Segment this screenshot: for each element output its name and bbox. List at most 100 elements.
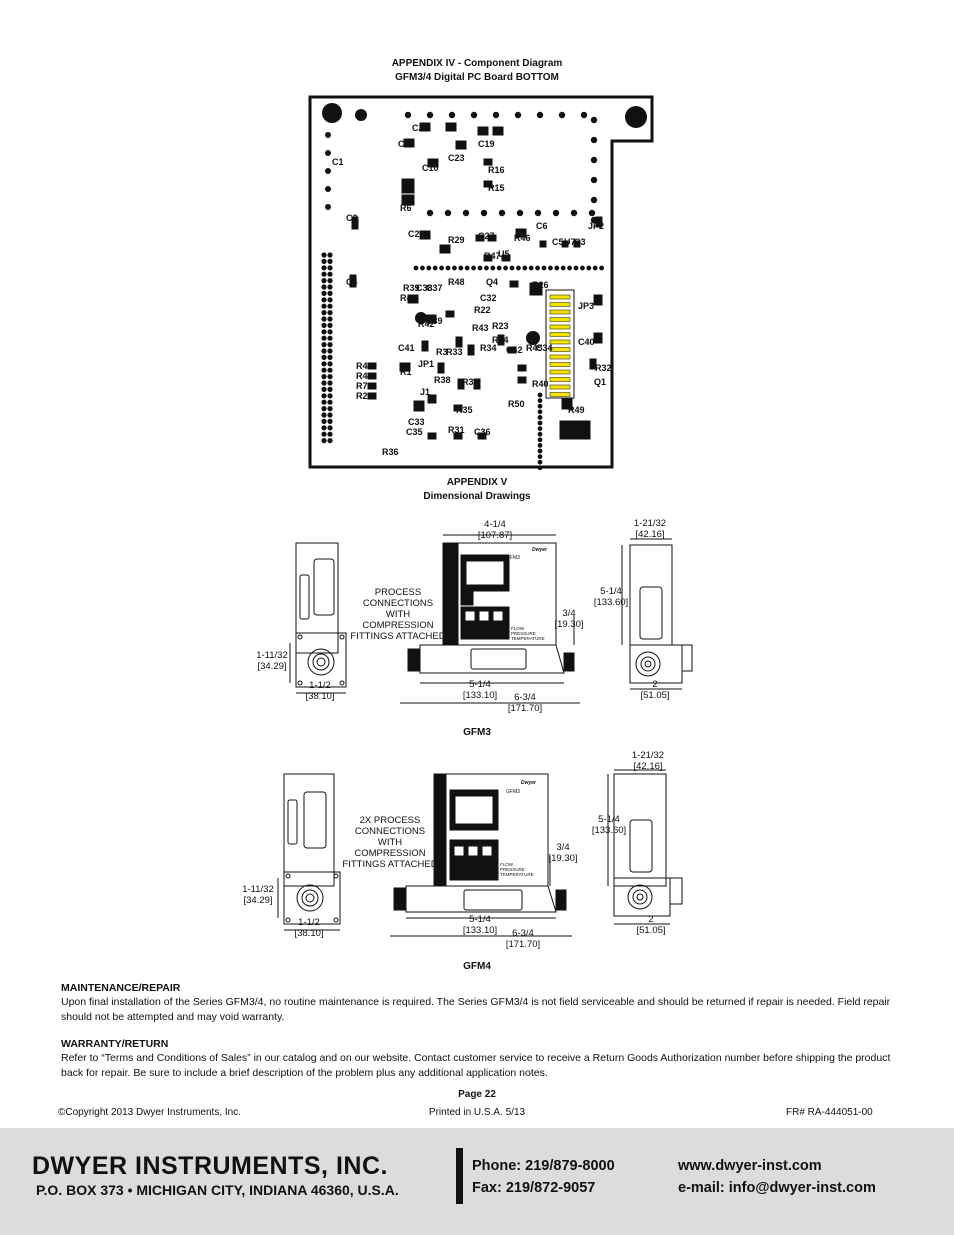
gfm3-readout-flow: FLOW (511, 626, 525, 631)
fax: Fax: 219/872-9057 (472, 1180, 596, 1196)
pcb-label: C35 (406, 427, 423, 437)
gfm3-dim-right-w: 2[51.05] (640, 679, 670, 701)
gfm4-caption: GFM4 (463, 961, 491, 972)
gfm4-dim-right-w: 2[51.05] (636, 914, 666, 936)
pcb-label: R38 (434, 375, 451, 385)
pcb-label: C2 (346, 213, 358, 223)
website-link[interactable]: www.dwyer-inst.com (678, 1158, 822, 1174)
pcb-label: R22 (474, 305, 491, 315)
email-link[interactable]: e-mail: info@dwyer-inst.com (678, 1180, 876, 1196)
pcb-label: R23 (492, 321, 509, 331)
pcb-label: R6 (400, 203, 412, 213)
pcb-label: R43 (472, 323, 489, 333)
gfm4-dim-left-w: 1-1/2[38.10] (294, 917, 324, 939)
pcb-label: C22 (412, 123, 429, 133)
gfm4-model-label: GFM3 (506, 789, 520, 795)
pcb-label: R7 (356, 381, 368, 391)
pcb-label: C23 (448, 153, 465, 163)
gfm3-dim-side-width: 1-21/32[42.16] (633, 518, 667, 540)
gfm4-dim-base-len: 5-1/4[133.10] (462, 914, 498, 936)
pcb-label: R16 (488, 165, 505, 175)
pcb-label: R35 (456, 405, 473, 415)
gfm3-dim-left-w: 1-1/2[38.10] (305, 680, 335, 702)
company-name: DWYER INSTRUMENTS, INC. (32, 1152, 388, 1180)
pcb-label: C11 (398, 139, 414, 149)
gfm3-drawing: GFM3 Dwyer FLOW PRESSURE TEMPERATURE (289, 534, 693, 704)
page-number: Page 22 (458, 1089, 496, 1100)
gfm4-dim-left-h: 1-11/32[34.29] (242, 884, 274, 906)
gfm4-dim-inlet: 3/4[19.30] (548, 842, 578, 864)
appendix4-subtitle: GFM3/4 Digital PC Board BOTTOM (395, 72, 559, 83)
pcb-label: R32 (595, 363, 612, 373)
pcb-label: J1 (420, 387, 430, 397)
footer-band: DWYER INSTRUMENTS, INC. P.O. BOX 373 • M… (0, 1128, 954, 1235)
gfm3-readout-pressure: PRESSURE (511, 631, 536, 636)
pcb-label: C37 (426, 283, 443, 293)
warranty-body: Refer to “Terms and Conditions of Sales”… (61, 1052, 891, 1079)
pcb-label: R15 (488, 183, 505, 193)
pcb-label: C6 (536, 221, 548, 231)
pcb-label: R44 (356, 361, 373, 371)
pcb-label: C41 (398, 343, 415, 353)
pcb-label: R30 (462, 377, 479, 387)
pcb-label: R34 (480, 343, 497, 353)
pcb-label: R46 (514, 233, 531, 243)
maintenance-heading: MAINTENANCE/REPAIR (61, 982, 181, 994)
appendix4-title: APPENDIX IV - Component Diagram (391, 58, 563, 69)
gfm3-dim-inlet: 3/4[19.30] (554, 608, 584, 630)
copyright: ©Copyright 2013 Dwyer Instruments, Inc. (58, 1107, 241, 1118)
pcb-label: R40 (532, 379, 549, 389)
pcb-label: R42 (418, 319, 435, 329)
pcb-label: R2 (356, 391, 368, 401)
pcb-label: C33 (408, 417, 425, 427)
gfm3-dim-left-h: 1-11/32[34.29] (256, 650, 288, 672)
pcb-label: C42 (506, 345, 523, 355)
pcb-label: C27 (478, 231, 495, 241)
pcb-label: R50 (508, 399, 525, 409)
pcb-label: C4 (346, 277, 358, 287)
pcb-label: R1 (400, 367, 412, 377)
pcb-label: R4 (356, 371, 368, 381)
pcb-label: C32 (480, 293, 497, 303)
gfm3-dim-top-width: 4-1/4[107.87] (477, 519, 513, 541)
pcb-label: R36 (382, 447, 399, 457)
phone: Phone: 219/879-8000 (472, 1158, 615, 1174)
appendix5-subtitle: Dimensional Drawings (423, 491, 531, 502)
gfm4-drawing: GFM3 Dwyer FLOW PRESSURE TEMPERATURE (277, 769, 683, 937)
pcb-label: R3 (436, 347, 448, 357)
gfm4-readout-flow: FLOW (500, 862, 514, 867)
gfm4-dim-side-width: 1-21/32[42.16] (631, 750, 665, 772)
pcb-label: Q1 (594, 377, 606, 387)
pcb-label: R47 (484, 251, 501, 261)
pcb-label: C10 (422, 163, 439, 173)
pcb-label: C1 (332, 157, 344, 167)
gfm3-readout-temperature: TEMPERATURE (511, 636, 545, 641)
pcb-label: C3 (574, 237, 586, 247)
pcb-label: R33 (446, 347, 463, 357)
gfm4-brand: Dwyer (521, 780, 537, 786)
pcb-label: R45 (526, 343, 543, 353)
gfm3-dim-base-len: 5-1/4[133.10] (462, 679, 498, 701)
pcb-label: R49 (568, 405, 585, 415)
pcb-label: U7 (564, 237, 576, 247)
maintenance-body: Upon final installation of the Series GF… (61, 996, 891, 1023)
gfm3-dim-height: 5-1/4[133.60] (593, 586, 629, 608)
pcb-label: JP2 (588, 221, 604, 231)
printed-date: Printed in U.S.A. 5/13 (428, 1107, 526, 1118)
pcb-label: C39 (426, 316, 443, 326)
pcb-label: C38 (416, 283, 433, 293)
pcb-label: C40 (578, 337, 595, 347)
pcb-label: R24 (492, 335, 509, 345)
pcb-label: R39 (403, 283, 420, 293)
pcb-label: Q4 (486, 277, 498, 287)
pcb-label: R26 (532, 280, 549, 290)
gfm4-readout-temperature: TEMPERATURE (500, 872, 534, 877)
appendix5-title: APPENDIX V (446, 477, 508, 488)
warranty-heading: WARRANTY/RETURN (61, 1038, 169, 1050)
footer-divider (456, 1148, 463, 1204)
pcb-label: JP1 (418, 359, 434, 369)
gfm4-readout-pressure: PRESSURE (500, 867, 525, 872)
